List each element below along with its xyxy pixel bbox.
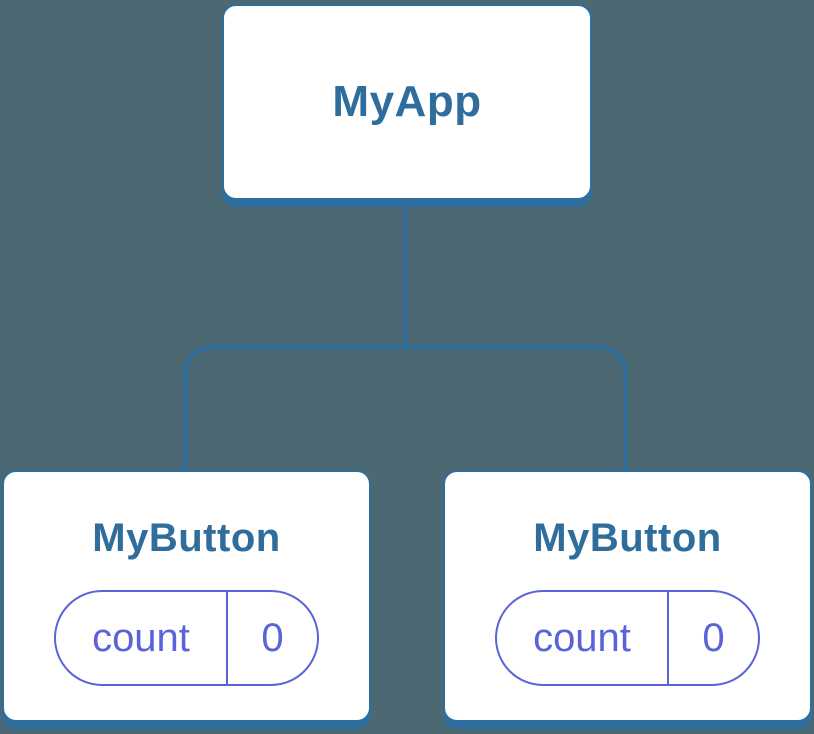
state-value-label: 0 (261, 616, 284, 660)
state-pill-1: count 0 (54, 590, 319, 686)
component-label-myapp: MyApp (332, 77, 482, 126)
state-pill-2: count 0 (495, 590, 760, 686)
component-label-mybutton-1: MyButton (92, 516, 281, 560)
component-card-myapp: MyApp (222, 4, 592, 200)
state-key-label: count (92, 616, 190, 660)
state-pill-key-section: count (56, 592, 228, 684)
state-pill-value-section: 0 (669, 592, 758, 684)
component-label-mybutton-2: MyButton (533, 516, 722, 560)
state-pill-key-section: count (497, 592, 669, 684)
state-value-label: 0 (702, 616, 725, 660)
state-key-label: count (533, 616, 631, 660)
component-card-mybutton-1: MyButton count 0 (2, 470, 371, 722)
state-pill-value-section: 0 (228, 592, 317, 684)
connector-bracket (183, 345, 628, 472)
component-card-mybutton-2: MyButton count 0 (443, 470, 812, 722)
